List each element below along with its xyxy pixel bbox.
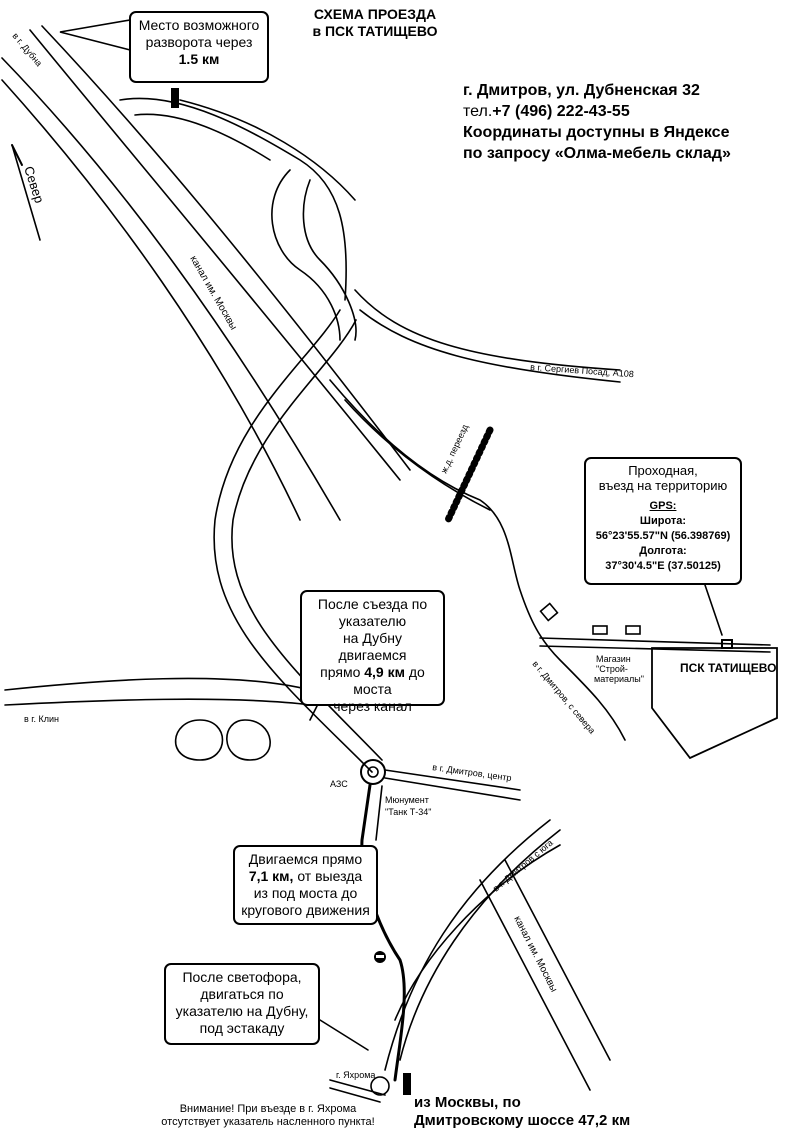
road-klin [4, 677, 311, 691]
callout-dubna: После съезда по указателю на Дубну двига… [300, 590, 445, 714]
small-roundabout [370, 1076, 390, 1096]
label-monument-2: "Танк Т-34" [385, 807, 431, 817]
label-psk: ПСК ТАТИЩЕВО [680, 661, 776, 675]
page-title: СХЕМА ПРОЕЗДА в ПСК ТАТИЩЕВО [312, 6, 438, 39]
label-shop-2: "Строй- [596, 664, 628, 674]
psk-territory [651, 647, 778, 760]
interchange-road [271, 169, 341, 341]
callout-pointer [704, 584, 723, 636]
road-to-psk [329, 379, 626, 741]
road-dmitrov-center [384, 769, 521, 791]
callout-lights: После светофора, двигаться по указателю … [164, 963, 320, 1045]
callout-pointer [319, 1019, 369, 1051]
railway-track [444, 426, 494, 524]
label-to-dubna: в г. Дубна [10, 31, 44, 68]
road-klin [4, 698, 313, 706]
traffic-light-icon [403, 1073, 411, 1095]
label-monument-1: Мюнумент [385, 795, 429, 805]
coords-hint-line: по запросу «Олма-мебель склад» [463, 145, 731, 162]
road-dmitrov-center [384, 777, 521, 801]
warning-note: Внимание! При въезде в г. Яхрома отсутст… [161, 1103, 375, 1128]
gate-marker [721, 639, 733, 649]
callout-straight: Двигаемся прямо 7,1 км, от выезда из под… [233, 845, 378, 925]
label-railway: ж.д. переезд [439, 422, 471, 475]
road-yakhroma [329, 1087, 381, 1103]
road-psk-east [539, 645, 771, 653]
address-line: г. Дмитров, ул. Дубненская 32 [463, 82, 700, 99]
road-dmitrov-south [384, 819, 551, 1071]
callout-gate: Проходная, въезд на территорию GPS: Широ… [584, 457, 742, 585]
road-south [360, 783, 406, 1082]
north-arrow [11, 144, 41, 241]
roundabout [367, 766, 379, 778]
traffic-light-icon [171, 88, 179, 108]
north-arrow [11, 144, 23, 166]
callout-uturn: Место возможного разворота через 1.5 км [129, 11, 269, 83]
label-to-yakhroma: г. Яхрома [336, 1070, 375, 1080]
label-to-klin: в г. Клин [24, 714, 59, 724]
road-sergiev [359, 309, 621, 383]
building [592, 625, 608, 635]
clover-loop [226, 719, 271, 761]
roundabout [360, 759, 386, 785]
road-dmitrov-south [399, 829, 561, 1061]
interchange-road [134, 113, 271, 161]
highway-road [41, 25, 411, 471]
address-block: г. Дмитров, ул. Дубненская 32 тел.+7 (49… [463, 80, 731, 164]
road-to-psk [344, 399, 491, 511]
coords-hint-line: Координаты доступны в Яндексе [463, 124, 730, 141]
label-shop-1: Магазин [596, 654, 631, 664]
label-gas: АЗС [330, 779, 348, 789]
canal-bank [1, 57, 341, 521]
building [539, 602, 559, 622]
road-psk-east [539, 637, 771, 646]
label-to-dmitrov-center: в г. Дмитров, центр [432, 762, 512, 783]
highway-road [29, 29, 401, 481]
label-to-sergiev: в г. Сергиев Посад, А108 [530, 362, 634, 379]
road-sergiev [354, 289, 621, 371]
canal-bank [1, 79, 301, 521]
from-moscow-note: из Москвы, по Дмитровскому шоссе 47,2 км [414, 1094, 631, 1129]
road-yakhroma [329, 1079, 386, 1096]
building [625, 625, 641, 635]
interchange-road [179, 99, 356, 201]
label-north: Север [21, 164, 47, 205]
label-to-dmitrov-south: в г. Дмитров с юга [491, 838, 555, 894]
interchange-road [302, 179, 357, 341]
road-south [375, 785, 383, 841]
callout-pointer [59, 19, 131, 52]
clover-loop [174, 719, 224, 761]
canal-bank [504, 859, 611, 1061]
road-dmitrov-south [394, 844, 561, 1021]
phone-line: тел.+7 (496) 222-43-55 [463, 103, 630, 120]
label-to-dmitrov-north: в г. Дмитров, с севера [530, 659, 597, 736]
label-shop-3: материалы" [594, 674, 644, 684]
main-road [213, 309, 373, 773]
canal-bank [479, 879, 591, 1091]
